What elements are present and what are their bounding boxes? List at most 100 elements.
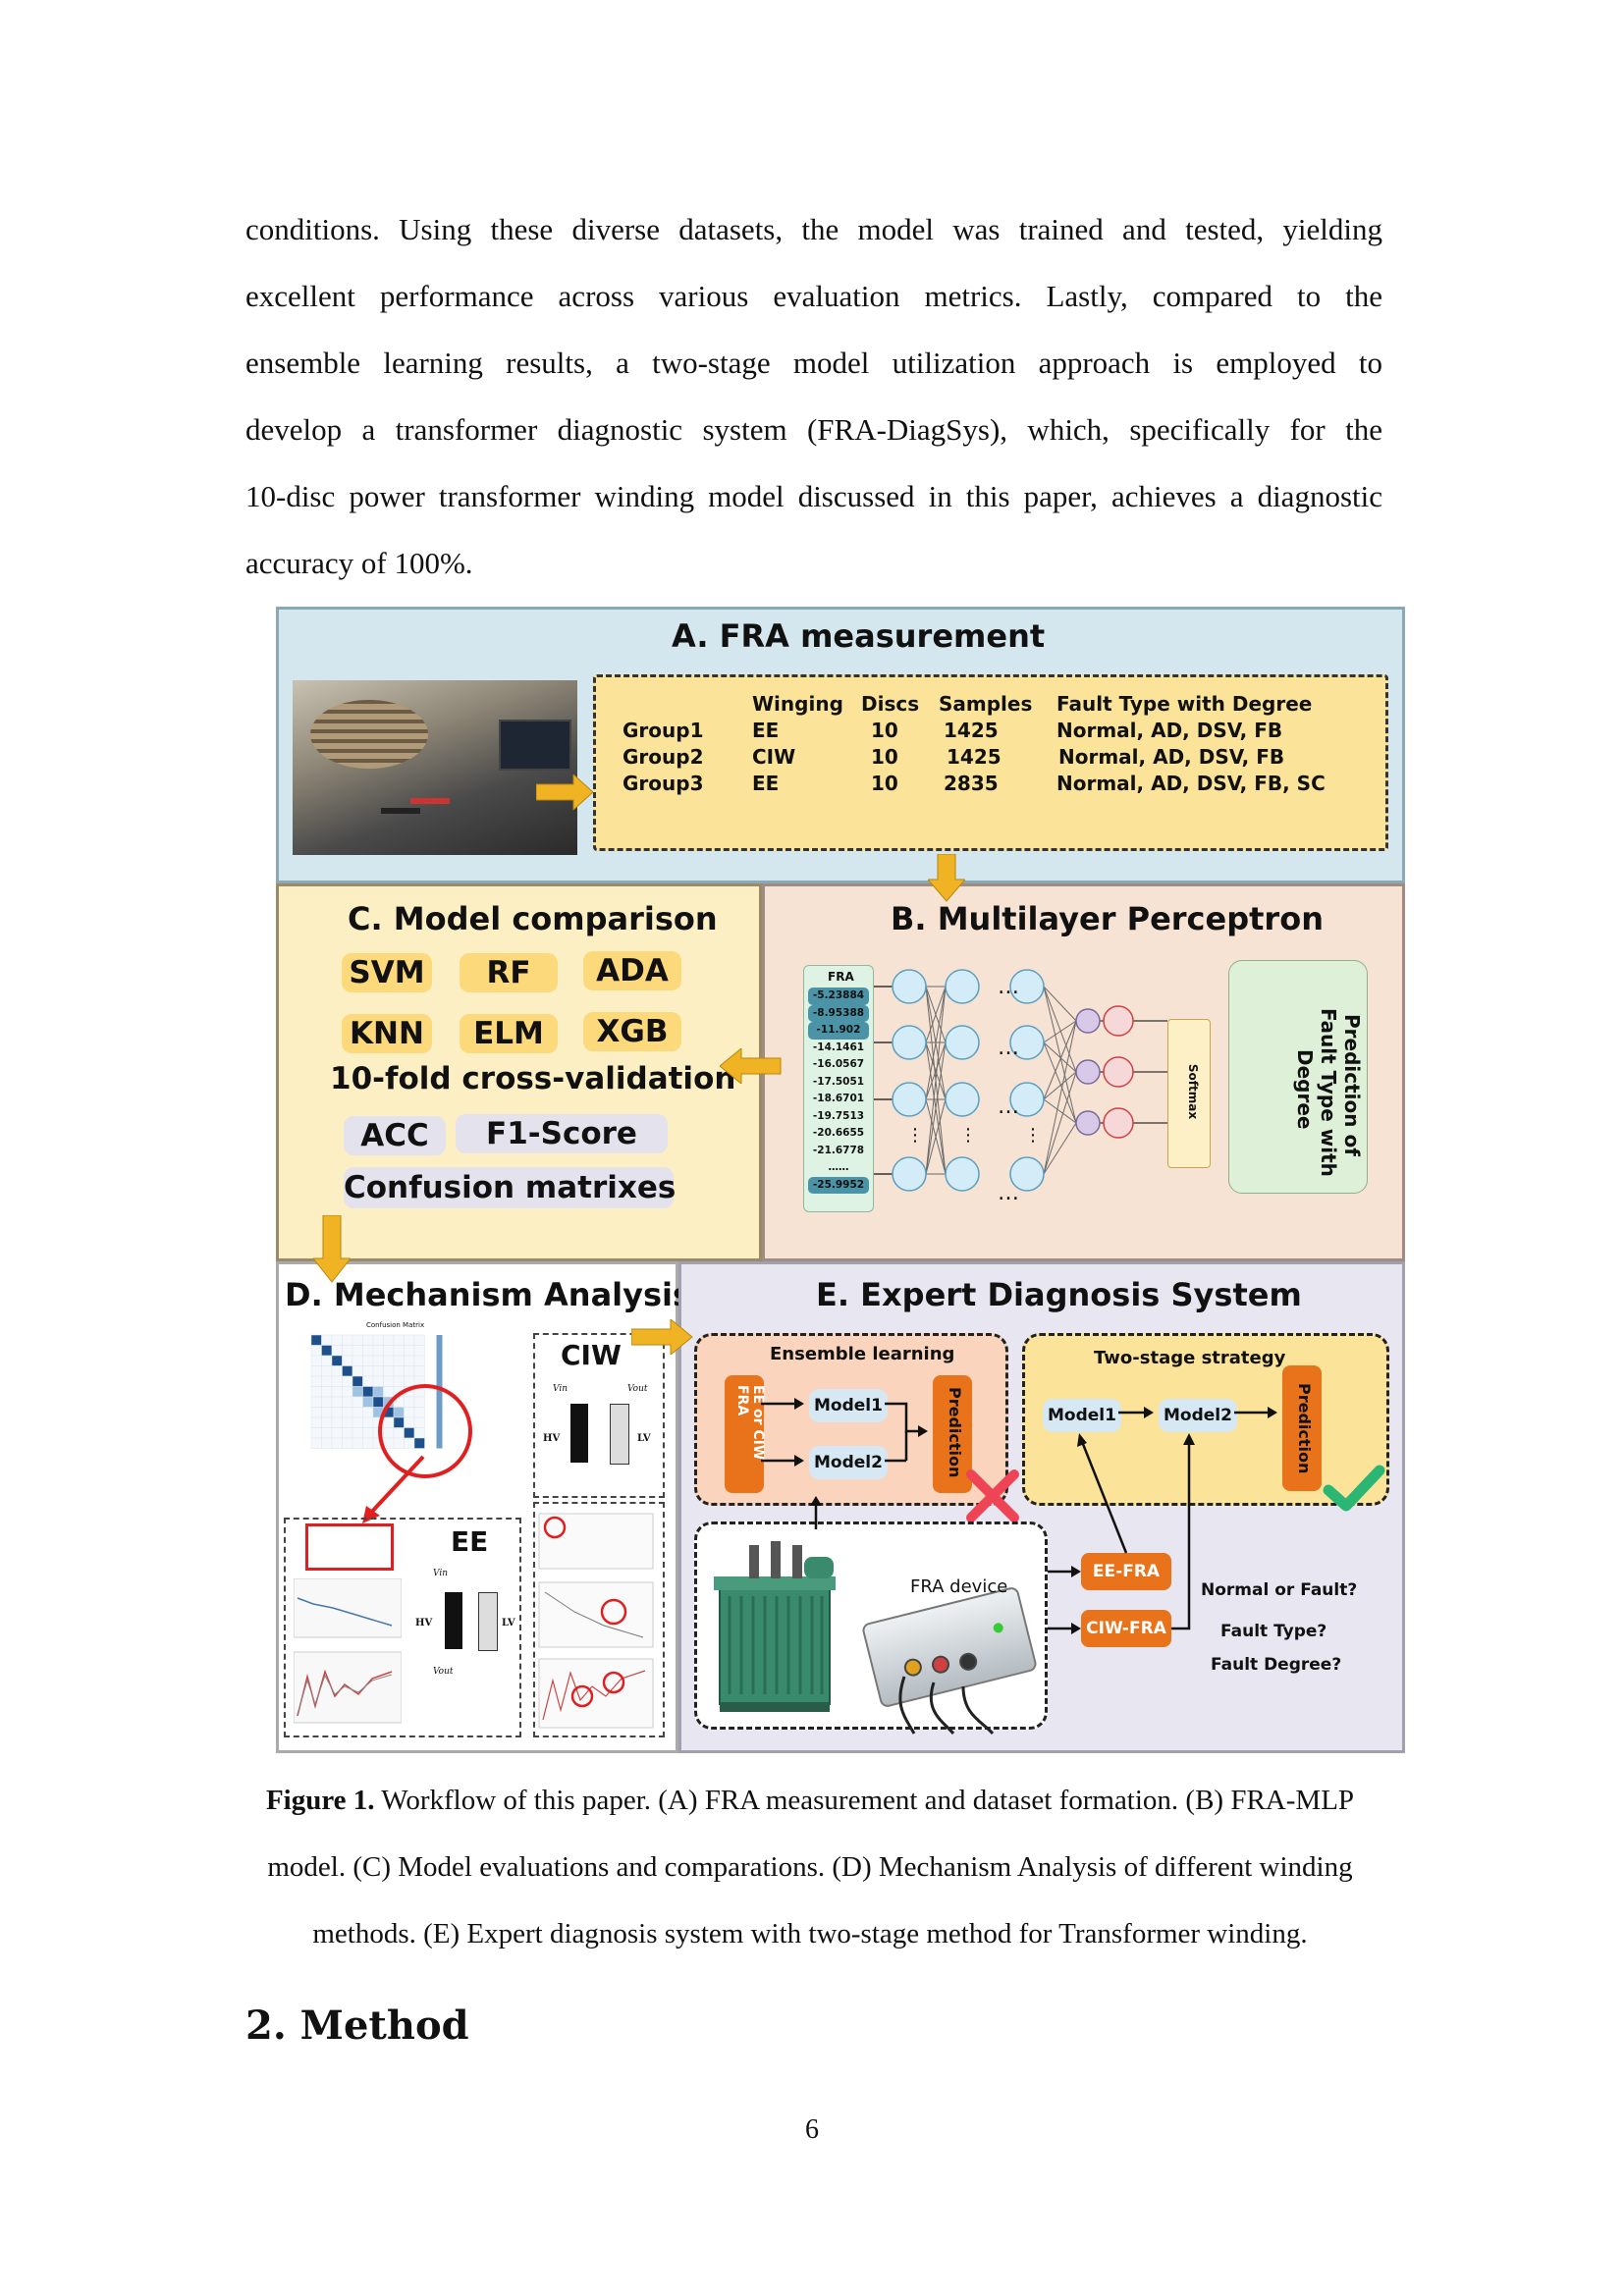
mlp-neuron — [892, 1156, 927, 1192]
confusion-cell — [393, 1334, 405, 1346]
mlp-neuron — [1009, 1082, 1045, 1117]
mlp-vertical-ellipsis: ⋮ — [1024, 1125, 1042, 1146]
mlp-connection — [925, 986, 947, 1043]
confusion-cell — [321, 1355, 333, 1366]
vin-label: Vin — [433, 1569, 449, 1578]
mlp-neuron — [945, 1082, 980, 1117]
mlp-connection — [1043, 1098, 1077, 1124]
header-faults: Fault Type with Degree — [1056, 692, 1313, 716]
confusion-cell — [321, 1386, 333, 1398]
section-heading: 2. Method — [245, 2002, 469, 2049]
paragraph-line: conditions. Using these diverse datasets… — [245, 212, 1382, 246]
softmax-label: Softmax — [1186, 1063, 1201, 1120]
confusion-cell — [352, 1407, 363, 1418]
fra-values: -5.23884-8.95388-11.902-14.1461-16.0567-… — [808, 988, 869, 1194]
fra-input-value: -17.5051 — [812, 1075, 865, 1088]
workflow-figure: A. FRA measurement Winging Discs Samples… — [276, 607, 1405, 1753]
panel-c: C. Model comparison SVM RF ADA KNN ELM X… — [276, 883, 762, 1261]
confusion-cell — [413, 1437, 425, 1449]
confusion-cell — [342, 1334, 353, 1346]
confusion-cell — [321, 1427, 333, 1439]
two-stage-model2: Model2 — [1159, 1399, 1237, 1432]
confusion-cell — [310, 1355, 322, 1366]
row-faults: Normal, AD, DSV, FB, SC — [1056, 772, 1326, 795]
confusion-cell — [310, 1365, 322, 1377]
ensemble-learning-box: Ensemble learning EE or CIW FRA Model1 M… — [694, 1333, 1008, 1506]
panel-a-title: A. FRA measurement — [672, 617, 1046, 655]
row-samples: 1425 — [944, 719, 999, 742]
confusion-cell — [362, 1365, 374, 1377]
confusion-cell — [413, 1334, 425, 1346]
vout-label: Vout — [433, 1667, 454, 1677]
mlp-neuron — [1009, 1156, 1045, 1192]
mlp-neuron — [892, 1025, 927, 1060]
ee-label: EE — [451, 1525, 489, 1558]
confusion-cell — [310, 1345, 322, 1357]
caption-line-2: model. (C) Model evaluations and compara… — [267, 1851, 1353, 1883]
confusion-cell — [331, 1375, 343, 1387]
confusion-cell — [352, 1334, 363, 1346]
panel-a: A. FRA measurement Winging Discs Samples… — [276, 607, 1405, 883]
confusion-cell — [321, 1437, 333, 1449]
fra-input-value: -14.1461 — [812, 1041, 865, 1053]
mlp-diagram: ⋮⋮⋮ — [872, 969, 1167, 1192]
hv-label: HV — [543, 1433, 561, 1444]
row-group: Group1 — [623, 719, 704, 742]
confusion-cell — [321, 1407, 333, 1418]
confusion-cell — [321, 1396, 333, 1408]
ensemble-arrows — [761, 1398, 928, 1467]
model-xgb: XGB — [583, 1012, 681, 1051]
mlp-neuron — [1075, 1059, 1101, 1085]
output-label: Prediction of Fault Type with Degree — [1277, 1008, 1376, 1177]
confusion-cell — [331, 1437, 343, 1449]
mlp-connection — [925, 986, 947, 1100]
confusion-cell — [321, 1345, 333, 1357]
fra-input-value: -25.9952 — [808, 1176, 869, 1194]
dataset-table — [593, 674, 1388, 851]
row-faults: Normal, AD, DSV, FB — [1058, 745, 1285, 769]
confusion-cell — [331, 1355, 343, 1366]
mlp-connection — [1043, 986, 1077, 1124]
confusion-cell — [342, 1375, 353, 1387]
two-stage-prediction-bar — [1282, 1365, 1322, 1491]
mlp-connection — [1043, 1122, 1077, 1175]
confusion-cell — [352, 1365, 363, 1377]
caption-line-3: methods. (E) Expert diagnosis system wit… — [312, 1918, 1308, 1949]
ciw-winding-box: CIW HV LV Vin Vout — [533, 1333, 665, 1498]
panel-d-title: D. Mechanism Analysis — [285, 1276, 692, 1313]
confusion-cell — [404, 1334, 415, 1346]
arrow-down-icon — [928, 854, 965, 902]
up-arrows — [810, 1496, 822, 1529]
output-label-line-2: Fault Type with — [1317, 1008, 1340, 1177]
confusion-cell — [310, 1375, 322, 1387]
two-stage-title: Two-stage strategy — [1094, 1348, 1286, 1368]
hv-label: HV — [415, 1618, 433, 1629]
model-ada: ADA — [583, 951, 681, 990]
model-elm: ELM — [460, 1014, 558, 1053]
confusion-cell — [404, 1345, 415, 1357]
confusion-cell — [331, 1386, 343, 1398]
caption-text: Workflow of this paper. (A) FRA measurem… — [374, 1785, 1355, 1816]
confusion-cell — [383, 1334, 395, 1346]
mlp-neuron — [1103, 1056, 1134, 1088]
fra-input-value: -8.95388 — [808, 1004, 869, 1022]
confusion-cell — [310, 1396, 322, 1408]
fra-input-value: -16.0567 — [812, 1058, 865, 1070]
softmax-box — [1167, 1019, 1211, 1168]
fra-curve-plot — [294, 1578, 402, 1724]
confusion-cell — [362, 1334, 374, 1346]
mlp-connection — [1043, 1020, 1077, 1175]
confusion-cell — [362, 1355, 374, 1366]
question-fault-degree: Fault Degree? — [1211, 1655, 1342, 1675]
confusion-cell — [342, 1365, 353, 1377]
model-rf: RF — [460, 953, 558, 992]
confusion-cell — [413, 1365, 425, 1377]
confusion-cell — [383, 1365, 395, 1377]
confusion-cell — [362, 1345, 374, 1357]
ciw-fra-plots — [538, 1513, 654, 1729]
paragraph-line: accuracy of 100%. — [245, 546, 473, 580]
panel-b-title: B. Multilayer Perceptron — [891, 900, 1324, 937]
confusion-cell — [310, 1416, 322, 1428]
arrow-left-icon — [720, 1048, 782, 1084]
mlp-vertical-ellipsis: ⋮ — [959, 1125, 977, 1146]
